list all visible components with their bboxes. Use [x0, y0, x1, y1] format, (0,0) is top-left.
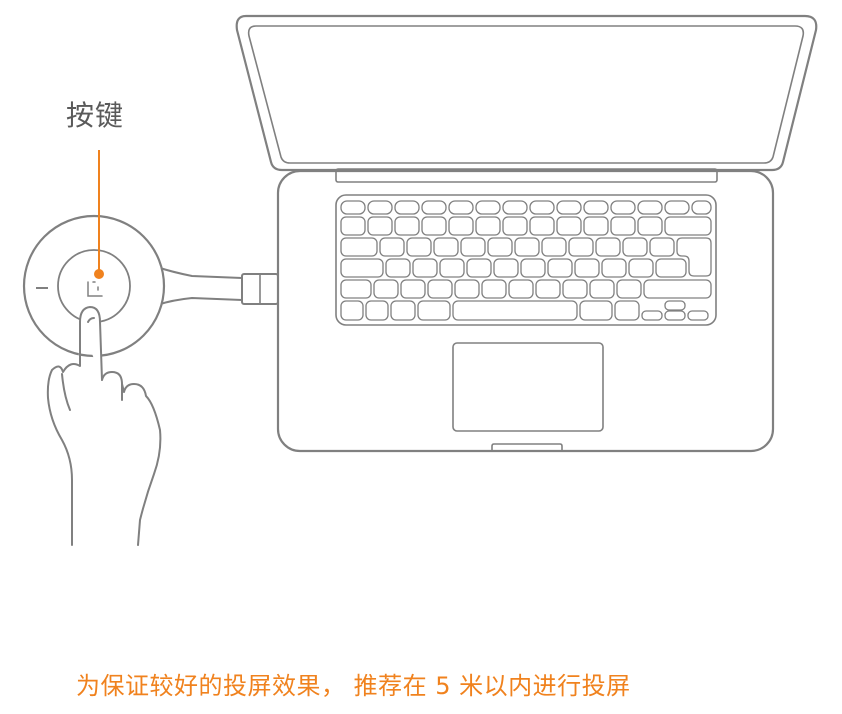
- cable: [156, 266, 243, 306]
- trackpad: [452, 342, 604, 432]
- hand: [46, 306, 162, 546]
- laptop: [235, 14, 818, 453]
- button-callout-label: 按键: [66, 99, 125, 132]
- laptop-lid-inner: [247, 25, 805, 164]
- keyboard-well: [335, 194, 717, 326]
- laptop-front-notch: [491, 443, 563, 452]
- laptop-hinge: [335, 168, 718, 183]
- callout-pointer: [94, 150, 104, 279]
- laptop-base: [276, 169, 775, 453]
- usage-caption: 为保证较好的投屏效果， 推荐在 5 米以内进行投屏: [76, 672, 631, 700]
- laptop-lid-outer: [235, 14, 818, 172]
- screen-share-icon: [87, 281, 103, 297]
- keyboard-keys: [340, 200, 712, 321]
